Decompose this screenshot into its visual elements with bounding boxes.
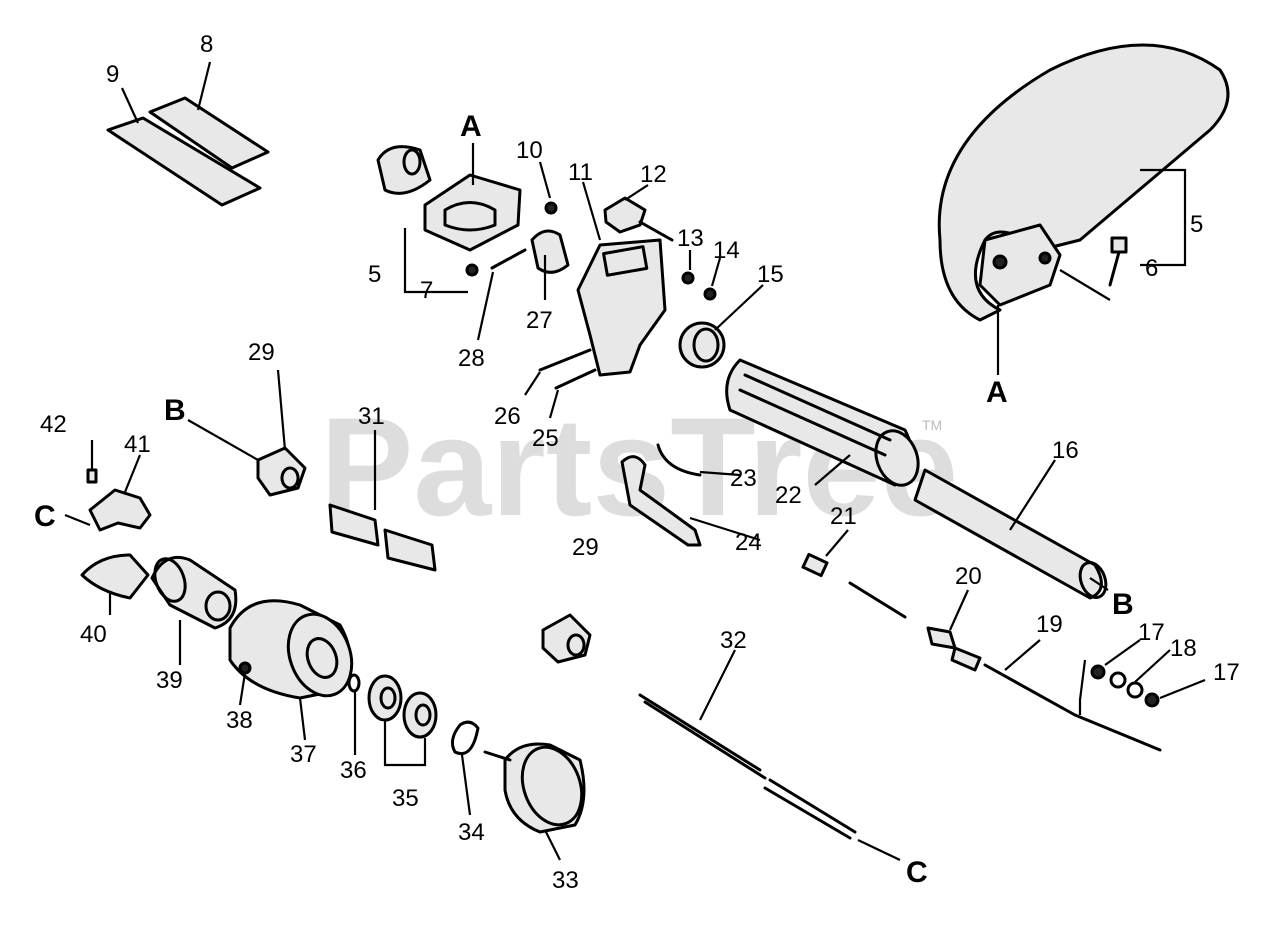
part-gear-housing[interactable] [228, 599, 363, 705]
callout-18: 18 [1170, 635, 1197, 662]
callout-37: 37 [290, 741, 317, 768]
callout-14: 14 [713, 237, 740, 264]
callout-13: 13 [677, 225, 704, 252]
callout-6: 6 [1145, 255, 1158, 282]
part-snap-ring-34[interactable] [450, 720, 480, 755]
callout-33: 33 [552, 867, 579, 894]
callout-34: 34 [458, 819, 485, 846]
part-loop-handle[interactable] [937, 43, 1230, 322]
part-washer-36[interactable] [347, 673, 361, 693]
ref-letter-b-left: B [164, 394, 186, 427]
callout-12: 12 [640, 161, 667, 188]
callout-21: 21 [830, 503, 857, 530]
callout-labels: 8 9 5 7 10 11 12 13 14 15 27 28 26 25 29… [40, 31, 1240, 894]
callout-35: 35 [392, 785, 419, 812]
callout-31: 31 [358, 403, 385, 430]
part-screw-38[interactable] [238, 661, 252, 675]
callout-17-a: 17 [1138, 619, 1165, 646]
part-throttle-housing[interactable] [490, 196, 717, 390]
part-drive-cable[interactable] [638, 693, 857, 840]
callout-22: 22 [775, 482, 802, 509]
callout-27: 27 [526, 307, 553, 334]
part-spacer-29-b[interactable] [541, 613, 592, 664]
callout-9: 9 [106, 61, 119, 88]
part-throttle-lever[interactable] [620, 443, 702, 547]
part-clamp-41[interactable] [86, 468, 152, 532]
callout-23: 23 [730, 465, 757, 492]
part-stop-switch-wire[interactable] [801, 552, 1162, 752]
ref-letter-c-left: C [34, 500, 56, 533]
part-spacer-29-a[interactable] [256, 446, 307, 497]
callout-5-right: 5 [1190, 211, 1203, 238]
part-clamp-40[interactable] [80, 553, 150, 600]
part-collar-39[interactable] [149, 555, 238, 630]
callout-42: 42 [40, 411, 67, 438]
ref-letter-b-right: B [1112, 588, 1134, 621]
callout-5-left: 5 [368, 261, 381, 288]
part-tube[interactable] [913, 468, 1110, 601]
callout-25: 25 [532, 425, 559, 452]
part-spline-31[interactable] [328, 503, 437, 572]
callout-8: 8 [200, 31, 213, 58]
part-drive-cup-33[interactable] [483, 739, 592, 834]
part-grip[interactable] [725, 358, 926, 491]
callout-7: 7 [420, 277, 433, 304]
part-decals[interactable] [106, 96, 270, 207]
callout-10: 10 [516, 137, 543, 164]
part-handle-clamp[interactable] [376, 145, 522, 277]
callout-16: 16 [1052, 437, 1079, 464]
callout-38: 38 [226, 707, 253, 734]
callout-40: 40 [80, 621, 107, 648]
ref-letter-a-right: A [986, 376, 1008, 409]
ref-letter-c-bottom: C [906, 856, 928, 889]
watermark-trademark: TM [922, 417, 942, 433]
callout-19: 19 [1036, 611, 1063, 638]
part-ring-15[interactable] [678, 321, 726, 369]
callout-29-top: 29 [248, 339, 275, 366]
callout-11: 11 [568, 159, 593, 186]
callout-36: 36 [340, 757, 367, 784]
callout-32: 32 [720, 627, 747, 654]
part-nuts-17-18[interactable] [1090, 664, 1160, 708]
callout-17-b: 17 [1213, 659, 1240, 686]
callout-26: 26 [494, 403, 521, 430]
part-bearings-35[interactable] [367, 674, 438, 739]
ref-letter-a-top: A [460, 110, 482, 143]
callout-28: 28 [458, 345, 485, 372]
callout-24: 24 [735, 529, 762, 556]
callout-15: 15 [757, 261, 784, 288]
leader-lines [64, 61, 1206, 861]
callout-20: 20 [955, 563, 982, 590]
reference-letters: A A B B C C [34, 110, 1134, 889]
callout-39: 39 [156, 667, 183, 694]
callout-29-bottom: 29 [572, 534, 599, 561]
callout-41: 41 [124, 431, 151, 458]
